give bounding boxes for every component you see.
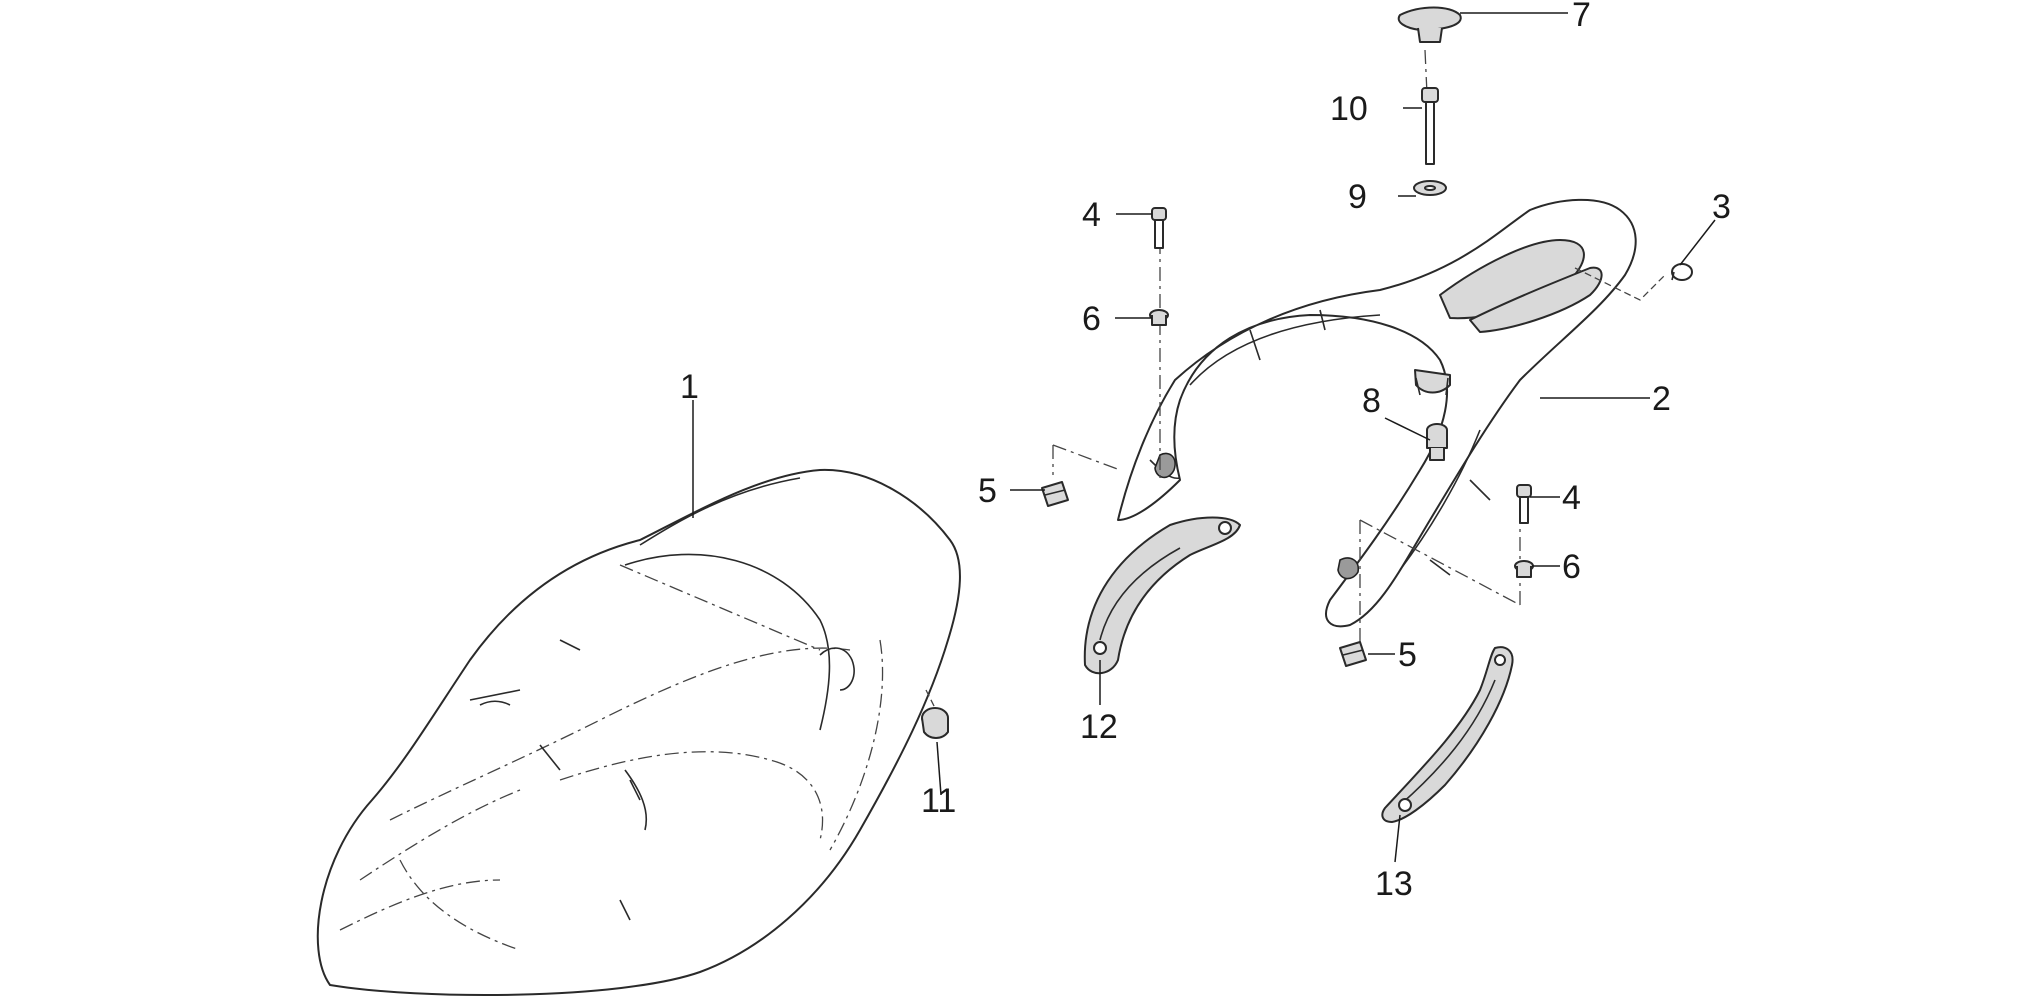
callout-9: 9: [1348, 178, 1367, 216]
callout-6-upper: 6: [1082, 300, 1101, 338]
callout-labels: 1 2 3 4 4 5 5 6 6 7 8 9 10 11 12 13: [680, 0, 1731, 903]
small-cap-part: [1671, 263, 1693, 281]
callout-12: 12: [1080, 708, 1118, 746]
left-trim-part: [1083, 516, 1241, 675]
callout-10: 10: [1330, 90, 1368, 128]
rear-rack-part: [1117, 198, 1637, 628]
callout-4-upper: 4: [1082, 196, 1101, 234]
callout-5-right: 5: [1398, 636, 1417, 674]
clip-part-left: [1041, 481, 1069, 507]
spacer-part-upper: [1149, 309, 1169, 326]
right-trim-part: [1381, 646, 1514, 823]
rubber-buffer-part: [921, 689, 949, 739]
callout-6-right: 6: [1562, 548, 1581, 586]
leader-lines: [692, 12, 1716, 863]
callout-8: 8: [1362, 382, 1381, 420]
bolt-part-upper: [1151, 207, 1167, 249]
clip-part-right: [1339, 641, 1367, 667]
washer-part: [1413, 180, 1447, 196]
callout-7: 7: [1572, 0, 1591, 34]
bolt-part-right: [1516, 484, 1532, 524]
long-bolt-part: [1421, 87, 1439, 165]
knob-part: [1397, 6, 1462, 43]
spacer-part-right: [1514, 560, 1534, 578]
bushing-part: [1426, 423, 1448, 461]
seat-part: [316, 468, 961, 996]
callout-13: 13: [1375, 865, 1413, 903]
callout-1: 1: [680, 368, 699, 406]
callout-11: 11: [921, 782, 956, 820]
callout-4-right: 4: [1562, 479, 1581, 517]
callout-2: 2: [1652, 380, 1671, 418]
callout-3: 3: [1712, 188, 1731, 226]
callout-5-left: 5: [978, 472, 997, 510]
